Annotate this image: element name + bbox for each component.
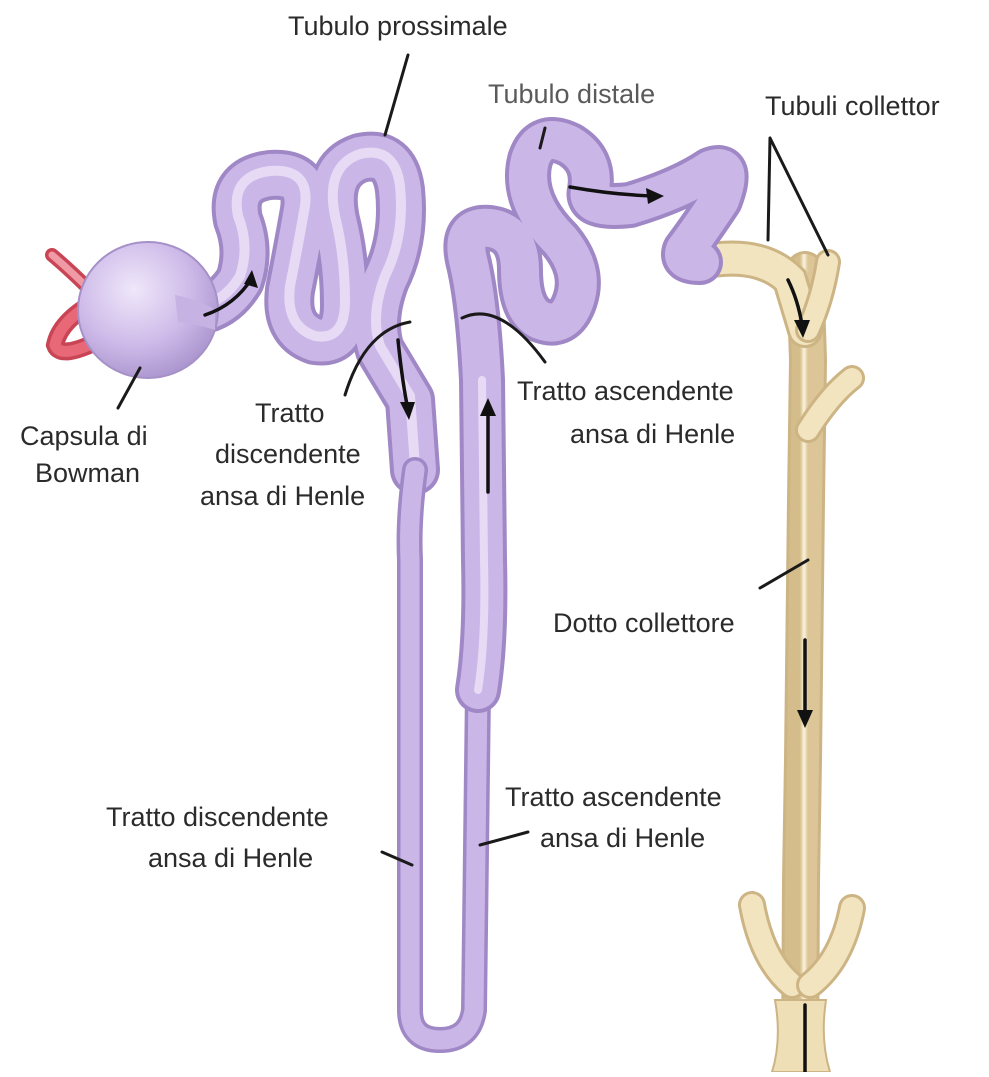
- leader-tubulo-prossimale: [385, 55, 408, 135]
- label-capsula-line2: Bowman: [35, 458, 140, 488]
- label-tubuli-collettori: Tubuli collettor: [765, 91, 940, 121]
- label-ascendente-upper-line2: ansa di Henle: [570, 419, 735, 449]
- label-tubulo-distale: Tubulo distale: [488, 79, 655, 109]
- nephron-tubule: [200, 140, 726, 1040]
- label-tubulo-prossimale: Tubulo prossimale: [288, 11, 508, 41]
- label-ascendente-upper-line1: Tratto ascendente: [517, 376, 734, 406]
- label-discendente-upper-line2: discendente: [215, 439, 361, 469]
- label-ascendente-lower-line1: Tratto ascendente: [505, 782, 722, 812]
- label-ascendente-lower-line2: ansa di Henle: [540, 823, 705, 853]
- label-discendente-upper-line1: Tratto: [255, 398, 325, 428]
- leader-tubuli-collettori: [768, 138, 828, 255]
- label-capsula-line1: Capsula di: [20, 421, 148, 451]
- bowman-capsule: [52, 242, 218, 378]
- label-dotto-collettore: Dotto collettore: [553, 608, 735, 638]
- label-discendente-upper-line3: ansa di Henle: [200, 481, 365, 511]
- label-discendente-lower-line2: ansa di Henle: [148, 843, 313, 873]
- label-discendente-lower-line1: Tratto discendente: [106, 802, 329, 832]
